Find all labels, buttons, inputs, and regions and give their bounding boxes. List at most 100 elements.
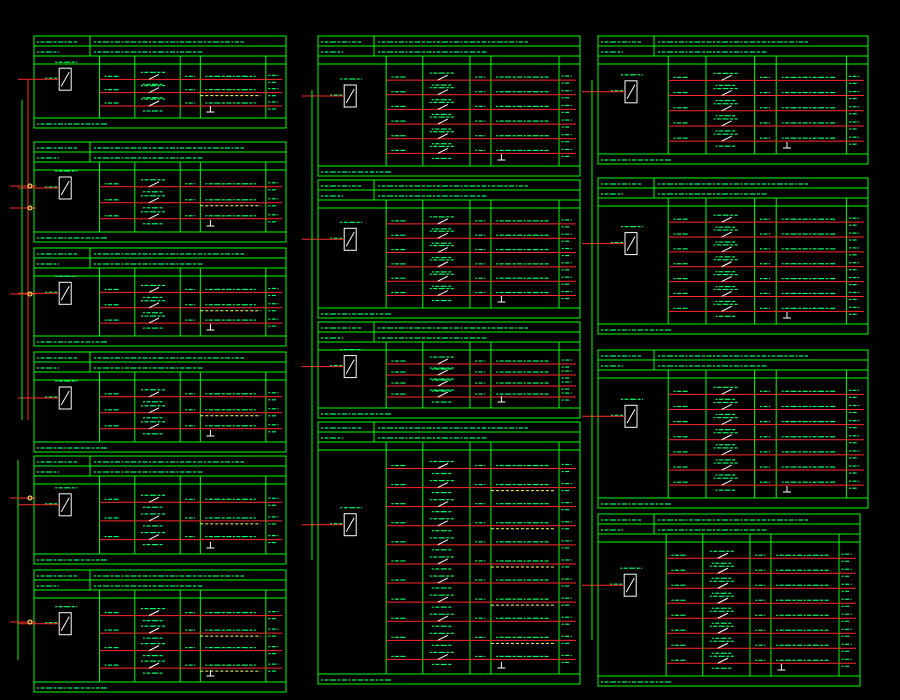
breaker-contact bbox=[60, 616, 70, 631]
row-breaker-symbol bbox=[148, 496, 160, 503]
panel-frame bbox=[33, 35, 287, 129]
col1-panel-2 bbox=[18, 141, 287, 243]
row-breaker-symbol bbox=[437, 74, 448, 81]
feeder-row bbox=[99, 513, 283, 527]
row-breaker-symbol bbox=[148, 515, 160, 522]
feeder-lines bbox=[10, 80, 593, 660]
row-breaker-symbol bbox=[148, 534, 160, 541]
row-breaker-symbol bbox=[721, 231, 732, 238]
col1-panel-5 bbox=[18, 455, 287, 565]
feeder-row bbox=[386, 145, 577, 159]
row-breaker-symbol bbox=[721, 305, 732, 312]
breaker-contact bbox=[626, 409, 636, 424]
feeder-row bbox=[386, 244, 577, 259]
feeder-row bbox=[99, 315, 283, 329]
breaker-contact bbox=[60, 180, 70, 196]
row-breaker-symbol bbox=[148, 197, 160, 204]
row-breaker-symbol bbox=[437, 275, 448, 282]
feeder-row bbox=[386, 116, 577, 130]
feeder-row bbox=[668, 303, 864, 317]
row-breaker-symbol bbox=[437, 615, 448, 622]
row-breaker-symbol bbox=[437, 482, 448, 489]
feeder-row bbox=[99, 531, 283, 546]
row-breaker-symbol bbox=[437, 290, 448, 296]
feeder-row bbox=[386, 460, 577, 475]
junction-dot bbox=[27, 495, 33, 501]
feeder-row bbox=[99, 494, 283, 508]
feeder-row bbox=[668, 244, 864, 258]
feeder-row bbox=[386, 273, 577, 287]
panel-frame bbox=[597, 513, 861, 687]
panel-frame bbox=[33, 141, 287, 243]
row-breaker-symbol bbox=[437, 520, 448, 527]
row-breaker-symbol bbox=[717, 567, 728, 574]
feeder-row bbox=[668, 386, 864, 400]
feeder-row bbox=[666, 640, 857, 654]
feeder-row bbox=[668, 274, 864, 288]
feeder-row bbox=[668, 87, 864, 102]
panel-frame bbox=[33, 351, 287, 453]
col2-panel-4 bbox=[302, 421, 581, 685]
panel-frame bbox=[317, 35, 581, 177]
breaker-contact bbox=[60, 286, 70, 301]
feeder-row bbox=[668, 72, 864, 86]
row-breaker-symbol bbox=[721, 404, 732, 410]
feeder-row bbox=[99, 643, 283, 657]
row-breaker-symbol bbox=[148, 213, 160, 220]
feeder-row bbox=[666, 565, 857, 579]
row-breaker-symbol bbox=[717, 627, 728, 634]
row-breaker-symbol bbox=[717, 597, 728, 604]
panel-frame bbox=[33, 247, 287, 347]
row-breaker-symbol bbox=[437, 634, 448, 641]
feeder-row bbox=[386, 259, 577, 273]
row-breaker-symbol bbox=[437, 147, 448, 154]
feeder-row bbox=[386, 499, 577, 513]
col3-panel-3 bbox=[582, 349, 869, 509]
row-breaker-symbol bbox=[717, 612, 728, 619]
col1-panel-4 bbox=[18, 351, 287, 453]
row-breaker-symbol bbox=[437, 261, 448, 268]
row-breaker-symbol bbox=[437, 369, 448, 376]
feeder-row bbox=[99, 98, 283, 112]
feeder-row bbox=[386, 613, 577, 627]
feeder-row bbox=[386, 518, 577, 532]
feeder-row bbox=[99, 211, 283, 225]
row-breaker-symbol bbox=[148, 610, 160, 617]
col2-panel-1 bbox=[302, 35, 581, 177]
row-breaker-symbol bbox=[437, 463, 448, 469]
col3-panel-2 bbox=[582, 177, 869, 335]
feeder-row bbox=[666, 550, 857, 564]
feeder-row bbox=[386, 230, 577, 244]
row-breaker-symbol bbox=[148, 286, 160, 293]
junction-dot bbox=[27, 291, 33, 297]
feeder-row bbox=[668, 462, 864, 476]
breaker-contact bbox=[60, 497, 70, 513]
breaker-contact bbox=[345, 88, 355, 104]
row-breaker-symbol bbox=[437, 501, 448, 508]
panel-frame bbox=[317, 321, 581, 419]
row-breaker-symbol bbox=[437, 133, 448, 140]
row-breaker-symbol bbox=[721, 434, 732, 441]
feeder-row bbox=[386, 632, 577, 646]
feeder-row bbox=[386, 594, 577, 608]
feeder-row bbox=[99, 625, 283, 639]
row-breaker-symbol bbox=[721, 388, 732, 395]
row-breaker-symbol bbox=[148, 73, 160, 80]
panel-frame bbox=[33, 455, 287, 565]
row-breaker-symbol bbox=[721, 464, 732, 471]
col2-panel-3 bbox=[302, 321, 581, 419]
row-breaker-symbol bbox=[437, 577, 448, 584]
row-breaker-symbol bbox=[148, 100, 160, 107]
row-breaker-symbol bbox=[148, 627, 160, 634]
junction-dot bbox=[27, 205, 33, 211]
feeder-row bbox=[386, 479, 577, 494]
feeder-row bbox=[386, 575, 577, 589]
panel-frame bbox=[317, 179, 581, 319]
row-breaker-symbol bbox=[721, 479, 732, 486]
row-breaker-symbol bbox=[721, 74, 732, 81]
row-breaker-symbol bbox=[437, 118, 448, 125]
row-breaker-symbol bbox=[437, 539, 448, 546]
row-breaker-symbol bbox=[721, 291, 732, 297]
row-breaker-symbol bbox=[148, 662, 160, 669]
